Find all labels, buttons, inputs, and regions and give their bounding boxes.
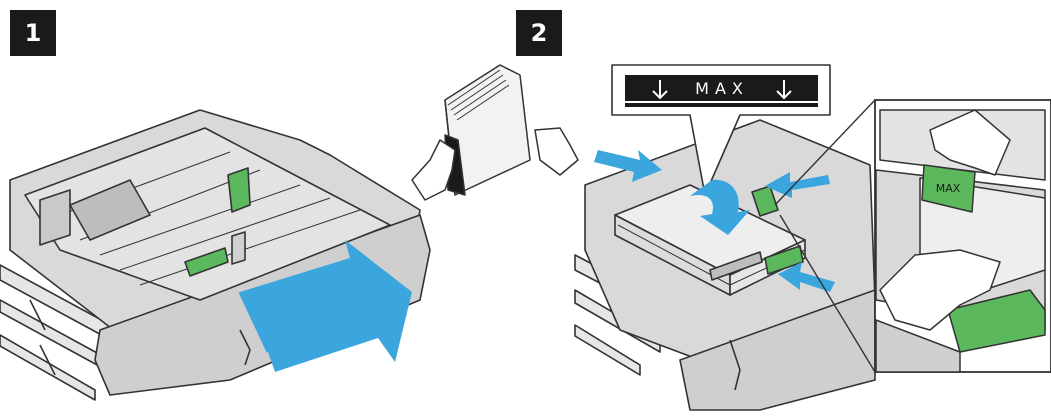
pull-arrow-icon bbox=[240, 240, 412, 372]
max-callout: MAX bbox=[611, 64, 831, 196]
tray-panel-2 bbox=[574, 119, 876, 411]
max-label: MAX bbox=[695, 79, 749, 98]
step-2-badge: 2 bbox=[516, 10, 562, 56]
push-arrow-icon bbox=[594, 150, 662, 182]
down-arrow-icon bbox=[776, 80, 792, 100]
down-arrow-icon bbox=[652, 80, 668, 100]
hand-icon bbox=[929, 109, 1011, 176]
push-arrow-icon bbox=[765, 172, 830, 198]
max-label: MAX bbox=[936, 182, 961, 195]
zoom-inset: MAX bbox=[874, 99, 1051, 373]
hand-icon bbox=[411, 127, 579, 201]
tray-panel-1 bbox=[0, 109, 431, 401]
push-arrow-icon bbox=[778, 262, 835, 292]
step-1-badge: 1 bbox=[10, 10, 56, 56]
paper-stack bbox=[444, 64, 531, 196]
down-arrow-icon bbox=[690, 179, 750, 235]
hand-icon bbox=[879, 249, 1001, 331]
